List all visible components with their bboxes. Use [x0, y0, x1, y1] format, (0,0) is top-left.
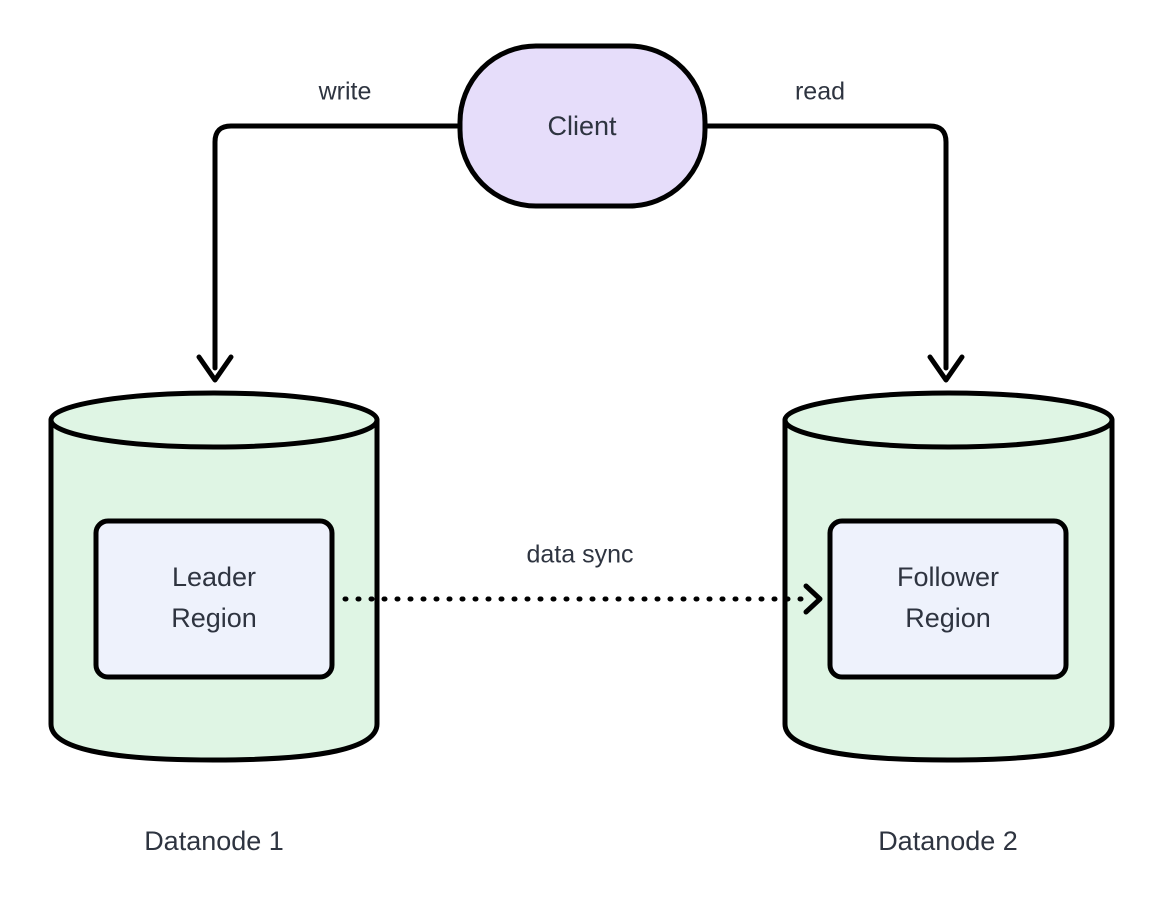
- datanode-1-caption: Datanode 1: [144, 826, 284, 856]
- datanode-2-cylinder-top: [782, 390, 1115, 450]
- leader-region-box[interactable]: Leader Region: [93, 518, 335, 680]
- edge-read-arrowhead-icon: [927, 354, 965, 383]
- edge-write-label: write: [318, 78, 372, 106]
- edge-read-label: read: [795, 78, 845, 106]
- follower-region-box[interactable]: Follower Region: [827, 518, 1069, 680]
- leader-region-label-line1: Leader: [172, 562, 256, 592]
- datanode-2-caption: Datanode 2: [878, 826, 1018, 856]
- leader-region-rect: [93, 518, 335, 680]
- edge-write: write: [196, 78, 463, 383]
- node-datanode-2[interactable]: Follower Region Datanode 2: [782, 390, 1115, 856]
- edge-write-arrowhead-icon: [196, 354, 234, 383]
- follower-region-label-line1: Follower: [897, 562, 999, 592]
- client-label: Client: [547, 111, 617, 141]
- edge-data-sync-arrowhead-icon: [803, 583, 823, 615]
- follower-region-label-line2: Region: [905, 603, 991, 633]
- edge-data-sync: data sync: [342, 541, 823, 615]
- edge-read-path: [702, 123, 949, 371]
- datanode-1-cylinder-top: [48, 390, 380, 450]
- node-client[interactable]: Client: [457, 43, 708, 209]
- leader-region-label-line2: Region: [171, 603, 257, 633]
- edge-write-path: [212, 123, 463, 371]
- node-datanode-1[interactable]: Leader Region Datanode 1: [48, 390, 380, 856]
- edge-data-sync-label: data sync: [526, 541, 633, 569]
- follower-region-rect: [827, 518, 1069, 680]
- client-shape: [457, 43, 708, 209]
- edge-read: read: [702, 78, 965, 383]
